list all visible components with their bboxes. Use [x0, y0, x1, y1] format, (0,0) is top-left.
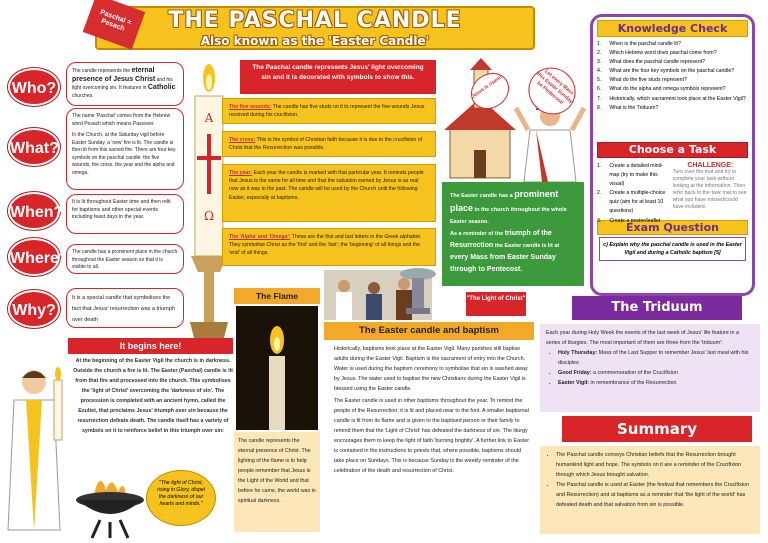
what-bubble: What?	[8, 128, 60, 166]
baptism-text: Historically, baptisms took place at the…	[334, 346, 530, 474]
knowledge-check-title: Knowledge Check	[597, 20, 748, 37]
list-item: The Paschal candle conveys Christian bel…	[556, 450, 754, 480]
list-item: 6.What do the alpha and omega symbols re…	[597, 86, 726, 93]
priest-illustration	[7, 367, 63, 531]
list-item: 3.What does the paschal candle represent…	[597, 59, 706, 66]
list-item: 1.Create a detailed mind-map (try to mak…	[597, 163, 664, 188]
choose-task-title: Choose a Task	[597, 142, 748, 158]
church-jesus-illustration	[444, 58, 587, 182]
exam-question-text: c) Explain why the paschal candle is use…	[599, 237, 746, 261]
font-illustration	[400, 268, 436, 314]
where-bubble: Where?	[8, 238, 69, 276]
page-title: THE PASCHAL CANDLE	[168, 8, 462, 33]
flame-title: The Flame	[234, 288, 320, 304]
list-item: 2.Create a multiple-choice quiz (aim for…	[597, 190, 666, 215]
triduum-box: Each year during Holy Week the events of…	[540, 324, 760, 412]
summary-box: The Paschal candle conveys Christian bel…	[540, 446, 760, 534]
list-item: Easter Vigil: in remembrance of the Resu…	[558, 378, 754, 388]
prominent-place-box: The Easter candle has a prominent place …	[442, 182, 584, 286]
symbol-five-wounds: The five wounds: The candle has five stu…	[222, 98, 436, 124]
where-box: The candle has a prominent place in the …	[66, 244, 184, 274]
task-list: 1.Create a detailed mind-map (try to mak…	[597, 162, 669, 224]
when-box: It is lit throughout Easter time and the…	[66, 194, 184, 234]
omega-symbol: Ω	[204, 209, 214, 223]
baptism-title: The Easter candle and baptism	[324, 322, 534, 340]
list-item: The Paschal candle is used at Easter (th…	[556, 480, 754, 510]
who-box: The candle represents the eternal presen…	[66, 62, 184, 106]
triduum-title: The Triduum	[572, 296, 742, 320]
why-bubble: Why?	[8, 290, 60, 328]
begins-text: At the beginning of the Easter Vigil the…	[73, 358, 233, 434]
fire-bowl-illustration	[76, 480, 144, 539]
paschal-candle-illustration: A Ω	[190, 64, 228, 346]
symbol-year: The year: Each year the candle is marked…	[222, 164, 436, 222]
light-of-christ-speech: "The light of Christ, rising in Glory, d…	[146, 470, 216, 526]
flame-photo	[236, 306, 318, 430]
exam-question-title: Exam Question	[597, 220, 748, 235]
list-item: 2.Which Hebrew word does paschal come fr…	[597, 50, 717, 57]
begins-title: It begins here!	[68, 338, 233, 354]
list-item: 1.When is the paschal candle lit?	[597, 41, 681, 47]
list-item: Good Friday: a commemoration of the Cruc…	[558, 368, 754, 378]
list-item: 8.What is the Triduum?	[597, 104, 659, 111]
symbol-cross: The cross: This is the symbol of Christi…	[222, 131, 436, 157]
why-box: It is a special candle that symbolises t…	[66, 288, 184, 328]
knowledge-check-panel: Knowledge Check 1.When is the paschal ca…	[590, 14, 755, 296]
list-item: 7.Historically, which sacrament took pla…	[597, 95, 746, 102]
intro-banner: The Paschal candle represents Jesus' lig…	[240, 60, 436, 94]
light-of-christ-label: "The Light of Christ"	[466, 292, 526, 316]
flame-text: The candle represents the eternal presen…	[234, 432, 320, 532]
symbol-alpha-omega: The 'Alpha' and 'Omega': These are the f…	[222, 228, 436, 266]
knowledge-check-list: 1.When is the paschal candle lit? 2.Whic…	[593, 40, 752, 140]
list-item: 4.What are the four key symbols on the p…	[597, 68, 735, 75]
summary-title: Summary	[562, 416, 752, 442]
list-item: 5.What do the five studs represent?	[597, 77, 687, 84]
page-subtitle: Also known as the 'Easter Candle'	[200, 34, 430, 48]
what-box: The name 'Paschal' comes from the Hebrew…	[66, 108, 184, 190]
alpha-symbol: A	[204, 111, 214, 125]
when-bubble: When?	[8, 192, 63, 230]
title-banner: THE PASCHAL CANDLE Also known as the 'Ea…	[95, 6, 535, 50]
list-item: Holy Thursday: Mass of the Last Supper t…	[558, 348, 754, 368]
who-bubble: Who?	[8, 68, 60, 106]
challenge-box: CHALLENGE: Turn over the mat and try to …	[672, 162, 747, 210]
